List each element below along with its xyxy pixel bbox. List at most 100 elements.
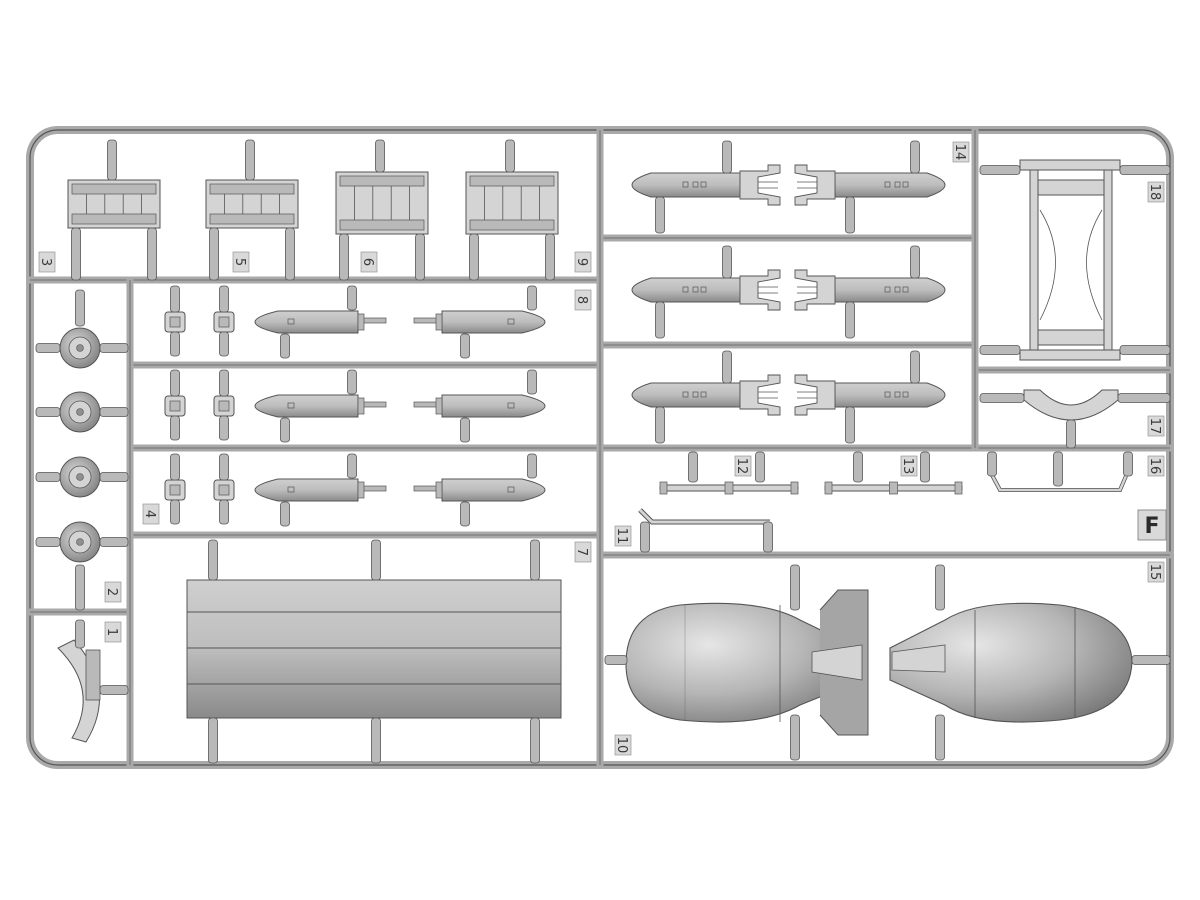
clip-gate <box>219 453 229 481</box>
part-7-panel <box>186 579 562 719</box>
wheel-gate-right <box>99 472 129 482</box>
panel-gate-bottom <box>530 717 540 764</box>
part-5-gate-top <box>245 139 255 181</box>
part-1-gate-top <box>75 619 85 649</box>
tail-bomb-left-3 <box>631 374 781 416</box>
part-number-text: 10 <box>614 737 629 754</box>
clip-gate <box>170 499 180 525</box>
part-6 <box>335 171 429 235</box>
part-9 <box>465 171 559 235</box>
wheel-part-4 <box>59 521 101 563</box>
part-number-text: 11 <box>614 528 629 545</box>
part-number-text: 16 <box>1147 458 1162 475</box>
part-17-gate <box>979 393 1025 403</box>
part-number-10: 10 <box>614 734 632 756</box>
part-number-text: 12 <box>734 458 749 475</box>
part-number-17: 17 <box>1147 415 1165 437</box>
tail-bomb-gate <box>655 406 665 444</box>
small-bomb-gate <box>280 501 290 527</box>
part-9-gate-top <box>505 139 515 173</box>
small-bomb-gate <box>527 453 537 479</box>
wheel-gate-left <box>35 472 61 482</box>
part-18-gate <box>1119 165 1171 175</box>
tail-bomb-right-3 <box>794 374 946 416</box>
part-number-text: 17 <box>1147 418 1162 435</box>
part-number-text: 6 <box>360 258 375 266</box>
wheel-gate-right <box>99 343 129 353</box>
wheel-part-2 <box>59 391 101 433</box>
part-number-8: 8 <box>574 289 592 311</box>
panel-gate-bottom <box>208 717 218 764</box>
clip-gate <box>219 331 229 357</box>
wheel-part-3 <box>59 456 101 498</box>
part-number-6: 6 <box>360 251 378 273</box>
wheel-part-1 <box>59 327 101 369</box>
part-number-text: 5 <box>232 258 247 266</box>
part-6-gate-bottom-right <box>415 233 425 281</box>
clip-gate <box>170 285 180 313</box>
part-17-cradle <box>1023 389 1119 421</box>
clip-gate <box>219 285 229 313</box>
tail-bomb-left-2 <box>631 269 781 311</box>
inner-runners <box>26 126 1174 769</box>
part-16-rod <box>990 474 1128 492</box>
small-bomb-gate <box>527 285 537 311</box>
part-number-13: 13 <box>900 455 918 477</box>
part-9-gate-bottom-right <box>545 233 555 281</box>
part-5 <box>205 179 299 229</box>
part-18-gate <box>979 165 1021 175</box>
bomb-gate <box>790 564 800 611</box>
wheel-gate-top <box>75 289 85 327</box>
rod-gate <box>987 451 997 477</box>
wheel-gate-right <box>99 407 129 417</box>
part-9-gate-bottom-left <box>469 233 479 281</box>
rod-gate <box>853 451 863 483</box>
tail-bomb-gate <box>722 245 732 279</box>
part-number-16: 16 <box>1147 455 1165 477</box>
small-bomb-left-1 <box>254 310 387 334</box>
tail-bomb-gate <box>845 301 855 339</box>
part-12-rod <box>659 481 799 495</box>
wheel-gate-right <box>99 537 129 547</box>
clip-gate <box>170 453 180 481</box>
small-bomb-right-1 <box>413 310 546 334</box>
part-18-gate <box>979 345 1021 355</box>
tail-bomb-gate <box>655 196 665 234</box>
wheel-gate-left <box>35 407 61 417</box>
part-number-9: 9 <box>574 251 592 273</box>
tail-bomb-gate <box>722 140 732 174</box>
rod-gate <box>920 451 930 483</box>
panel-gate-top <box>371 539 381 581</box>
tail-bomb-gate <box>722 350 732 384</box>
small-clip-part <box>164 395 186 417</box>
small-clip-part <box>164 479 186 501</box>
small-bomb-right-2 <box>413 394 546 418</box>
rod-gate <box>763 521 773 553</box>
part-5-gate-bottom-left <box>209 227 219 281</box>
wheel-gate-bottom <box>75 564 85 611</box>
part-1-gate <box>99 685 129 695</box>
part-number-text: 3 <box>38 258 53 266</box>
tail-bomb-gate <box>910 245 920 279</box>
bomb-gate <box>935 564 945 611</box>
part-number-1: 1 <box>104 621 122 643</box>
small-bomb-left-3 <box>254 478 387 502</box>
tail-bomb-right-1 <box>794 164 946 206</box>
small-bomb-gate <box>280 417 290 443</box>
small-clip-part <box>213 395 235 417</box>
part-3-gate-bottom-right <box>147 227 157 281</box>
tail-bomb-gate <box>910 350 920 384</box>
tail-bomb-left-1 <box>631 164 781 206</box>
small-bomb-left-2 <box>254 394 387 418</box>
part-number-text: 9 <box>574 258 589 266</box>
part-6-gate-top <box>375 139 385 173</box>
part-number-15: 15 <box>1147 561 1165 583</box>
bomb-gate <box>1131 655 1171 665</box>
bomb-gate <box>935 714 945 761</box>
small-bomb-gate <box>280 333 290 359</box>
part-number-text: 1 <box>104 628 119 636</box>
part-number-12: 12 <box>734 455 752 477</box>
part-number-5: 5 <box>232 251 250 273</box>
part-15-bomb-half <box>889 602 1133 723</box>
